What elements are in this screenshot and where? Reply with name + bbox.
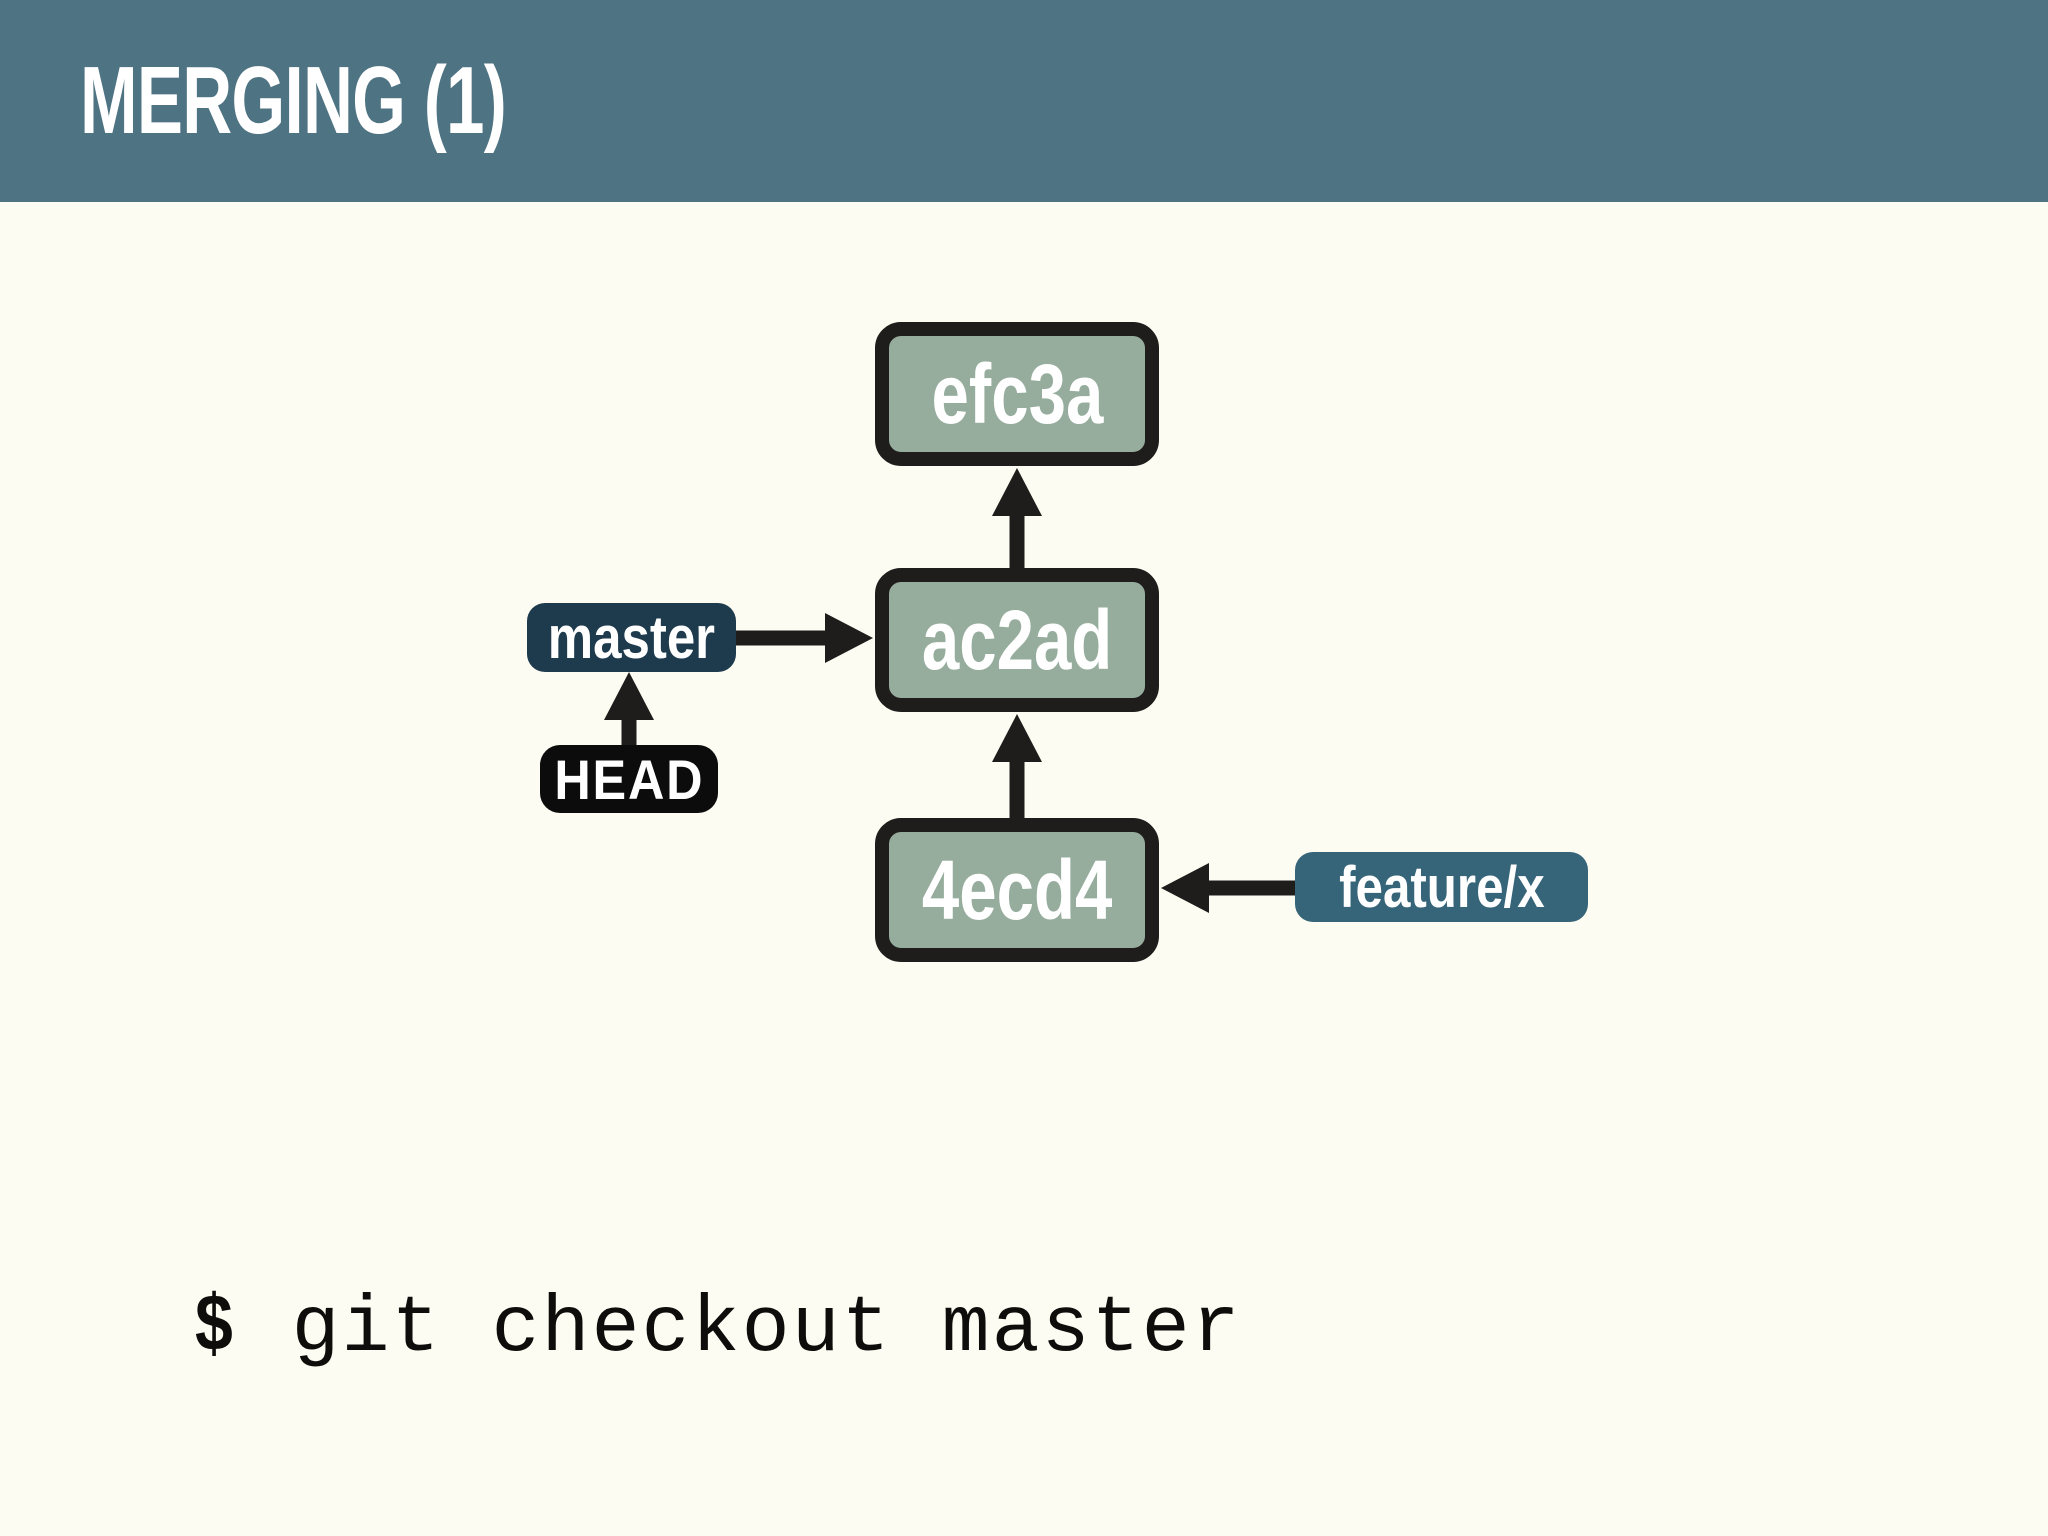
ref-label-master: master <box>527 603 736 672</box>
arrow-master-to-ac2ad <box>734 613 873 663</box>
commit-node-ac2ad: ac2ad <box>875 568 1159 712</box>
commit-id-label: 4ecd4 <box>921 842 1113 937</box>
ref-label-feature-x: feature/x <box>1295 852 1588 922</box>
shell-command: git checkout master <box>291 1284 1242 1375</box>
slide-header: MERGING (1) <box>0 0 2048 202</box>
commit-node-4ecd4: 4ecd4 <box>875 818 1159 962</box>
commit-id-label: efc3a <box>931 346 1103 441</box>
ref-label-text: feature/x <box>1338 854 1545 920</box>
arrow-feature-to-4ecd4 <box>1161 863 1297 913</box>
shell-prompt: $ <box>195 1278 233 1367</box>
ref-label-head: HEAD <box>540 745 718 813</box>
terminal-command-line: $ git checkout master <box>195 1283 1242 1370</box>
commit-node-efc3a: efc3a <box>875 322 1159 466</box>
arrow-head-to-master <box>604 672 654 747</box>
ref-label-text: master <box>547 604 716 671</box>
ref-label-text: HEAD <box>553 747 705 811</box>
arrow-4ecd4-to-ac2ad <box>992 714 1042 822</box>
page-title: MERGING (1) <box>80 47 507 154</box>
commit-id-label: ac2ad <box>921 592 1113 687</box>
arrow-ac2ad-to-efc3a <box>992 468 1042 572</box>
